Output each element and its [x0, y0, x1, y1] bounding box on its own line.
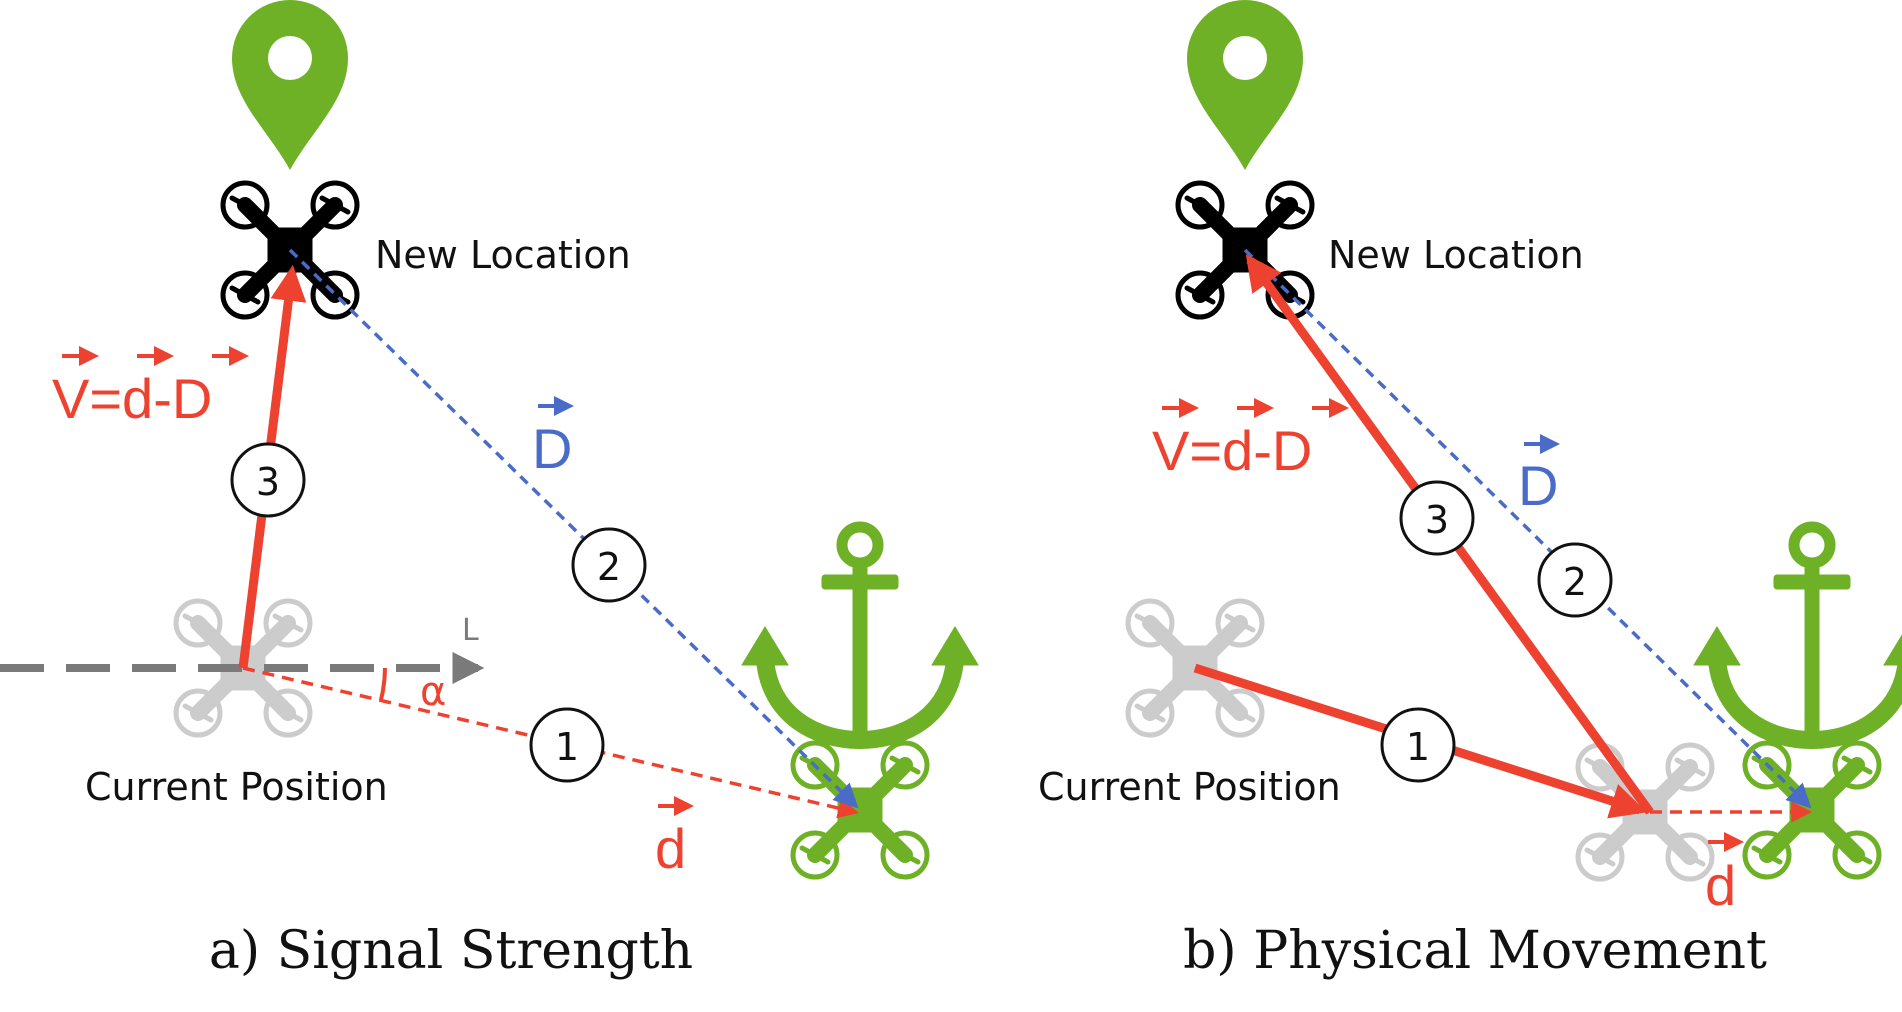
current-position-label: Current Position: [1038, 765, 1341, 809]
svg-text:1: 1: [1406, 725, 1430, 769]
v-equation-text: V=d-D: [52, 367, 212, 430]
alpha-arc: [379, 667, 387, 701]
step-circle-1: 1: [529, 707, 605, 783]
vector-D-line: [1243, 248, 1812, 809]
d-label-text: d: [1705, 854, 1736, 917]
d-vector-label: d: [1705, 832, 1744, 917]
svg-text:2: 2: [1563, 560, 1587, 604]
panel-a: New Location Current Position L α V=d-D …: [0, 0, 978, 981]
d-vector-label: d: [655, 796, 694, 880]
anchor-icon: [1694, 527, 1902, 740]
drone-icon: [1745, 743, 1879, 877]
D-label-text: D: [532, 417, 572, 480]
panel-b: New Location Current Position V=d-D D d: [1038, 0, 1902, 981]
d-label-text: d: [655, 817, 686, 880]
alpha-label: α: [420, 669, 446, 715]
panel-a-caption: a) Signal Strength: [209, 921, 693, 981]
v-equation: V=d-D: [1152, 398, 1349, 482]
new-location-label: New Location: [375, 233, 631, 277]
step-circle-2: 2: [571, 527, 647, 603]
vector-d-line: [242, 666, 860, 819]
v-equation-text: V=d-D: [1152, 419, 1312, 482]
D-vector-label: D: [1518, 434, 1560, 517]
step-circle-2: 2: [1537, 542, 1613, 618]
vector-D-line: [288, 248, 859, 809]
L-label: L: [462, 613, 479, 648]
location-pin-icon: [1187, 0, 1303, 170]
step-circle-3: 3: [1399, 480, 1475, 556]
svg-text:1: 1: [555, 725, 579, 769]
svg-text:3: 3: [1425, 498, 1449, 542]
location-pin-icon: [232, 0, 348, 170]
panel-b-caption: b) Physical Movement: [1183, 921, 1767, 981]
svg-text:2: 2: [597, 545, 621, 589]
v-equation: V=d-D: [52, 346, 249, 430]
D-label-text: D: [1518, 454, 1558, 517]
current-position-label: Current Position: [85, 765, 388, 809]
D-vector-label: D: [532, 396, 574, 480]
svg-text:3: 3: [256, 460, 280, 504]
step-circle-1: 1: [1380, 707, 1456, 783]
anchor-icon: [742, 527, 978, 740]
new-location-label: New Location: [1328, 233, 1584, 277]
step-circle-3: 3: [230, 442, 306, 518]
